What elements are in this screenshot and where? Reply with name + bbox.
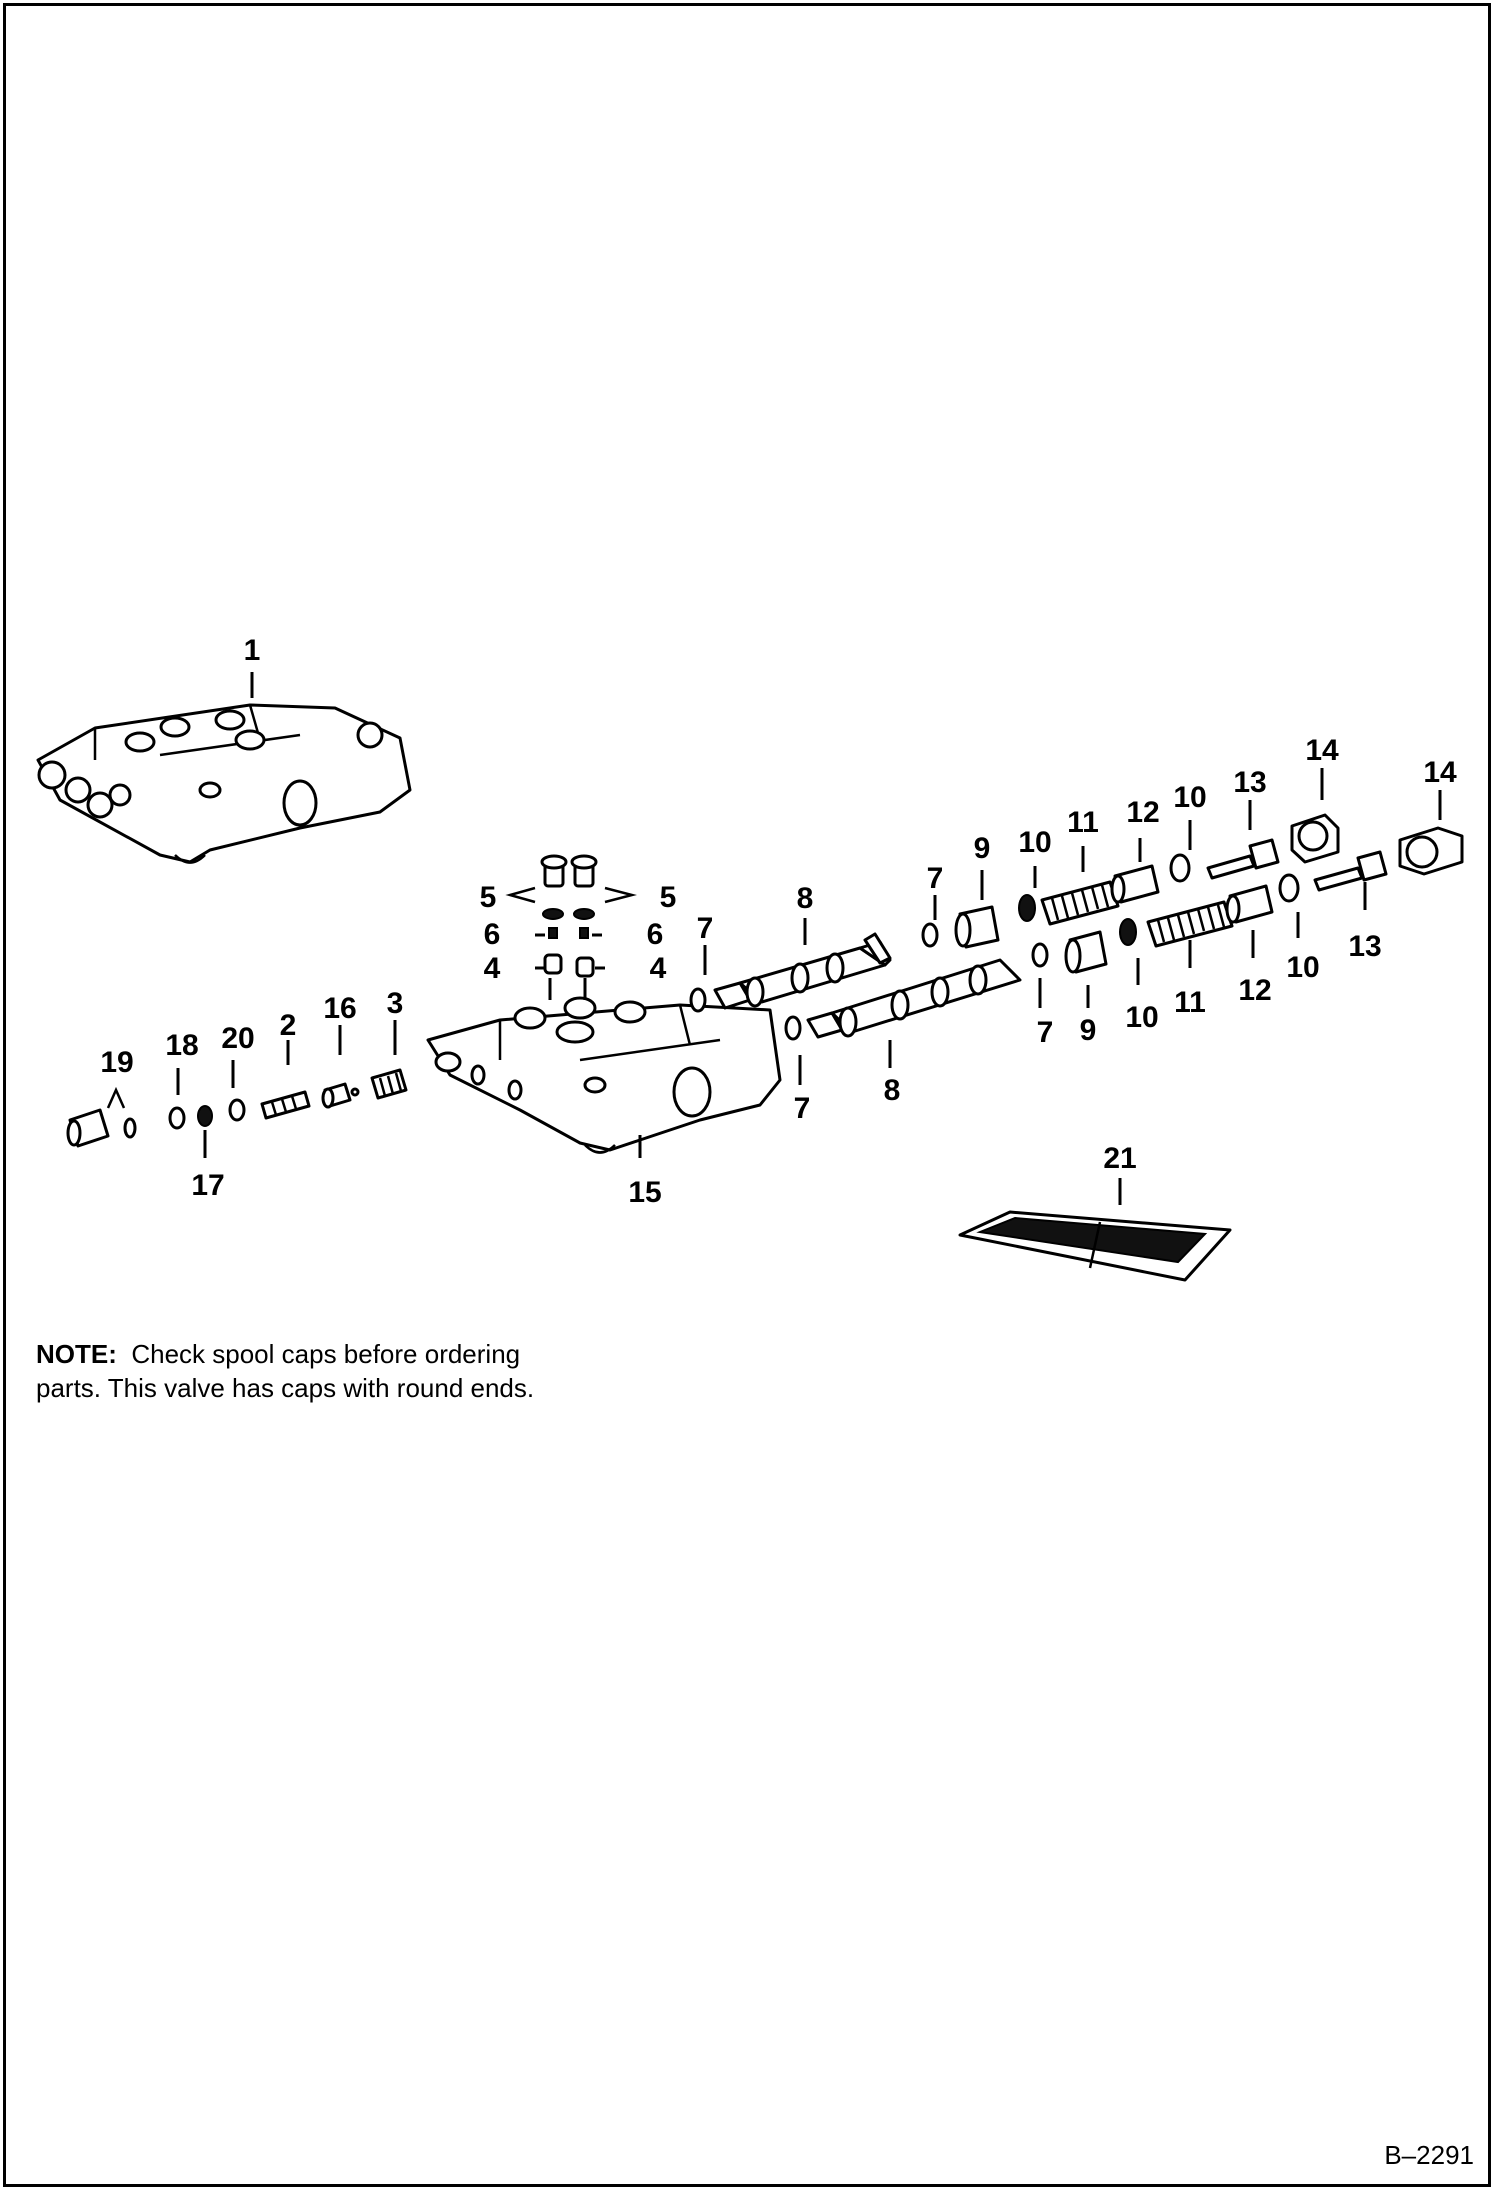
part-17-washer (197, 1105, 213, 1127)
note-line-1: Check spool caps before ordering (131, 1339, 521, 1369)
callout-8-upper: 8 (797, 882, 814, 915)
callout-14-left: 14 (1305, 734, 1339, 767)
callout-4-right: 4 (650, 952, 667, 985)
callout-6-left: 6 (484, 918, 501, 951)
part-8-spool-lower (806, 958, 1022, 1039)
callout-5-right: 5 (660, 881, 677, 914)
part-8-spool-upper (713, 932, 892, 1010)
part-2-spring (260, 1090, 311, 1120)
note-line-2: parts. This valve has caps with round en… (36, 1373, 535, 1403)
callout-17: 17 (191, 1169, 224, 1202)
callout-10-a: 10 (1018, 826, 1051, 859)
callout-14-right: 14 (1423, 756, 1457, 789)
callout-16: 16 (323, 992, 356, 1025)
callout-11-upper: 11 (1067, 806, 1099, 839)
callout-13-lower: 13 (1348, 930, 1381, 963)
part-19-plug (66, 1108, 137, 1148)
part-13-bolts (1206, 838, 1388, 892)
part-14-end-caps (1290, 813, 1464, 876)
part-16-poppet (321, 1082, 360, 1109)
part-15-valve-body (426, 996, 782, 1154)
callout-1: 1 (244, 634, 261, 667)
callout-7-d: 7 (1037, 1016, 1054, 1049)
part-3-sleeve (370, 1068, 408, 1100)
callout-19: 19 (100, 1046, 133, 1079)
callout-9-lower: 9 (1080, 1014, 1097, 1047)
callout-6-right: 6 (647, 918, 664, 951)
note-label: NOTE: (36, 1339, 117, 1369)
callout-4-left: 4 (484, 952, 501, 985)
callout-3: 3 (387, 987, 404, 1020)
callout-10-c: 10 (1173, 781, 1206, 814)
part-5-caps (540, 854, 598, 888)
callout-9-upper: 9 (974, 832, 991, 865)
callout-21: 21 (1103, 1142, 1136, 1175)
callout-7-a: 7 (697, 912, 714, 945)
callout-2: 2 (280, 1009, 297, 1042)
drawing-number: B–2291 (1384, 2140, 1474, 2170)
part-18-washer (168, 1106, 186, 1130)
callout-12-upper: 12 (1126, 796, 1159, 829)
part-4-poppets (543, 953, 595, 978)
part-9-spool-caps (954, 905, 1108, 974)
part-20-washer (228, 1098, 246, 1122)
callout-15: 15 (628, 1176, 661, 1209)
callout-18: 18 (165, 1029, 198, 1062)
callout-7-c: 7 (927, 862, 944, 895)
callout-labels: 1 2 3 4 4 5 5 6 6 7 7 7 7 8 8 9 9 10 10 … (100, 634, 1457, 1209)
part-1-valve-body (36, 703, 412, 864)
callout-11-lower: 11 (1174, 986, 1206, 1019)
part-11-springs (1040, 880, 1234, 948)
callout-12-lower: 12 (1238, 974, 1271, 1007)
callout-10-b: 10 (1125, 1001, 1158, 1034)
callout-13-upper: 13 (1233, 766, 1266, 799)
callout-8-lower: 8 (884, 1074, 901, 1107)
callout-5-left: 5 (480, 881, 497, 914)
part-21-seal-kit (958, 1210, 1232, 1282)
part-7-o-rings (689, 922, 1049, 1041)
callout-10-d: 10 (1286, 951, 1319, 984)
note-text: NOTE: Check spool caps before ordering p… (36, 1337, 636, 1405)
callout-7-b: 7 (794, 1092, 811, 1125)
part-12-collars (1110, 864, 1274, 924)
leader-lines (106, 672, 1442, 1205)
part-10-washers (1018, 853, 1300, 946)
callout-20: 20 (221, 1022, 254, 1055)
part-6-washers (542, 908, 595, 939)
